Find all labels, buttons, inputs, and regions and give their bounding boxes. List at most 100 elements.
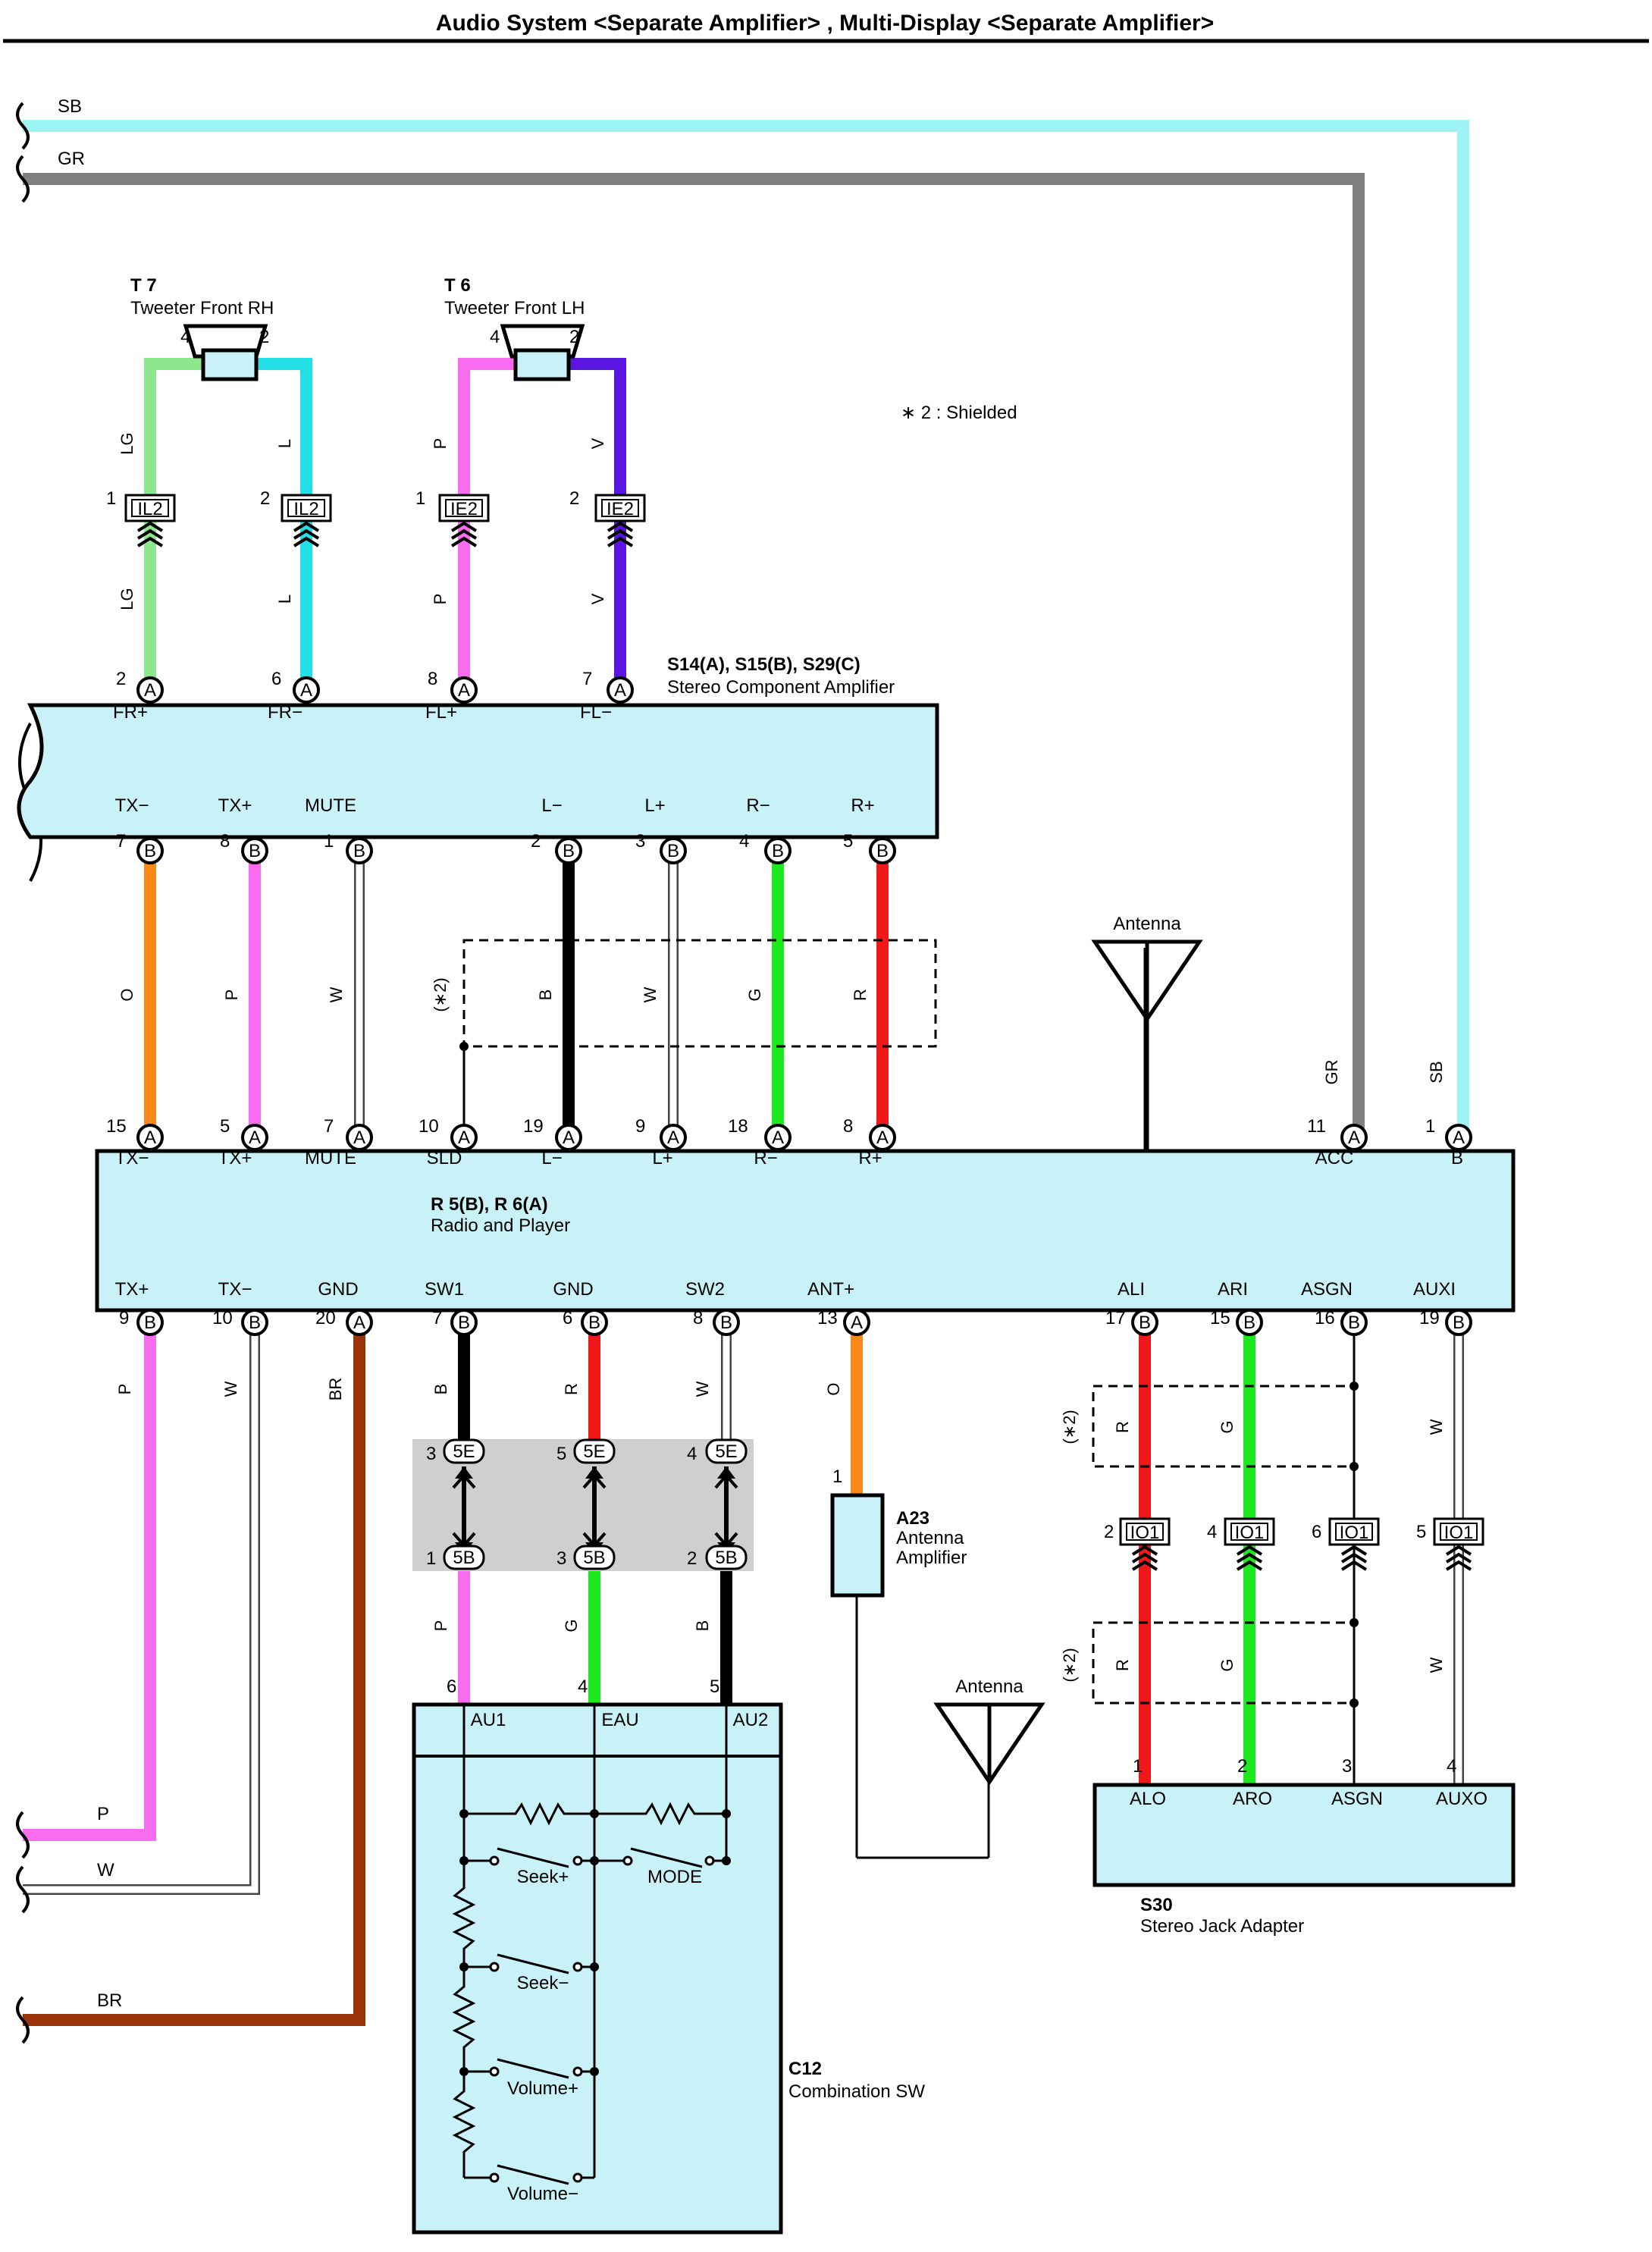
pin-circle (450, 676, 478, 704)
wire-color-label: P (222, 990, 241, 1001)
connector-label: IE2 (450, 499, 478, 519)
tweeter-front-lh: T 6 Tweeter Front LH (444, 275, 585, 381)
pin-circle (764, 837, 792, 864)
pin-circle (1445, 1309, 1472, 1336)
pin-letter: B (667, 841, 679, 861)
diagram-label: TX− (218, 1279, 252, 1300)
t6-code: T 6 (444, 275, 471, 296)
diagram-label: 19 (523, 1116, 544, 1137)
diagram-label: 4 (1207, 1522, 1217, 1542)
pin-circle (581, 1309, 608, 1336)
pin-circle (450, 1309, 478, 1336)
diagram-label: 7 (116, 831, 126, 852)
pin-letter: A (144, 1128, 156, 1148)
diagram-label: 15 (1210, 1308, 1230, 1328)
t6-name: Tweeter Front LH (444, 298, 585, 318)
wire-color-label: V (588, 438, 607, 449)
diagram-label: ASGN (1301, 1279, 1353, 1300)
diagram-label: L− (541, 795, 562, 816)
pin-letter: B (720, 1313, 732, 1333)
wire-color-label: B (693, 1620, 712, 1632)
diagram-label: 6 (1312, 1522, 1321, 1542)
diagram-label: R+ (858, 1148, 882, 1168)
diagram-label: AUXO (1436, 1789, 1487, 1809)
pin-letter: A (353, 1128, 365, 1148)
connector-5B (705, 1545, 748, 1570)
diagram-label: Volume+ (507, 2078, 578, 2099)
pin-circle (241, 1124, 268, 1151)
diagram-label: 2 (531, 831, 541, 852)
diagram-label: 7 (432, 1308, 442, 1328)
wire-color-label: W (1427, 1419, 1446, 1435)
connector-label: 5B (583, 1548, 605, 1568)
wire-fl-minus (566, 358, 626, 681)
diagram-label: 20 (315, 1308, 336, 1328)
diagram-label: TX+ (218, 1148, 252, 1168)
wire-color-label: R (1113, 1659, 1132, 1671)
diagram-label: 8 (220, 831, 230, 852)
connector-label: 5E (715, 1441, 737, 1462)
pin-letter: A (353, 1313, 365, 1333)
wire-color-label: (∗2) (431, 977, 450, 1012)
pin-letter: B (563, 841, 575, 861)
diagram-label: MUTE (305, 795, 356, 816)
diagram-label: 1 (106, 488, 116, 509)
pin-letter: B (1453, 1313, 1465, 1333)
wire-sb-top (23, 120, 1469, 1128)
pin-letter: A (144, 680, 156, 701)
antenna-top-symbol (1091, 939, 1203, 1151)
diagram-label: EAU (601, 1710, 638, 1730)
combination-switch-circuit (452, 1705, 728, 2185)
diagram-label: 2 (569, 488, 579, 509)
wire-layer (23, 120, 1469, 2026)
diagram-label: 17 (1105, 1308, 1126, 1328)
wire-color-label: G (745, 988, 764, 1001)
diagram-label: SLD (427, 1148, 462, 1168)
pin-letter: B (144, 841, 156, 861)
stereo-amplifier-box (17, 703, 939, 839)
c12-name: Combination SW (788, 2081, 925, 2102)
diagram-label: 2 (687, 1548, 697, 1569)
diagram-label: SB (58, 96, 82, 117)
diagram-label: ANT+ (807, 1279, 854, 1300)
pin-letter: A (614, 680, 626, 701)
radio-player-box (95, 1149, 1516, 1313)
diagram-label: 4 (739, 831, 749, 852)
wire-color-label: W (641, 986, 660, 1002)
diagram-label: 5 (556, 1444, 566, 1464)
diagram-label: ACC (1315, 1148, 1354, 1168)
diagram-label: P (97, 1804, 109, 1824)
diagram-label: 2 (1237, 1756, 1247, 1777)
diagram-label: Seek− (517, 1973, 569, 1993)
pin-letter: B (1243, 1313, 1255, 1333)
pin-letter: B (353, 841, 365, 861)
tweeter-front-rh: T 7 Tweeter Front RH (130, 275, 274, 381)
pin-circle (346, 1309, 373, 1336)
diagram-label: TX− (115, 1148, 149, 1168)
wire-color-label: R (562, 1383, 581, 1395)
pin-letter: B (249, 841, 261, 861)
antenna-bottom-symbol (933, 1702, 1045, 1786)
pin-letter: B (144, 1313, 156, 1333)
wire-color-label: L (275, 439, 294, 448)
wire-fr-plus (144, 358, 206, 681)
pin-letter: B (876, 841, 889, 861)
diagram-label: 1 (426, 1548, 436, 1569)
diagram-label: ASGN (1331, 1789, 1383, 1809)
pin-letter: A (300, 680, 312, 701)
diagram-label: Volume− (507, 2184, 578, 2204)
wire-color-label: SB (1427, 1061, 1446, 1083)
t7-code: T 7 (130, 275, 157, 296)
connector-5B (443, 1545, 485, 1570)
pin-letter: A (772, 1128, 784, 1148)
diagram-label: GND (553, 1279, 593, 1300)
pin-letter: A (458, 1128, 470, 1148)
pin-circle (346, 1124, 373, 1151)
connector-label: 5B (453, 1548, 475, 1568)
diagram-label: ALO (1130, 1789, 1166, 1809)
diagram-label: ARO (1233, 1789, 1272, 1809)
pin-letter: B (1348, 1313, 1360, 1333)
